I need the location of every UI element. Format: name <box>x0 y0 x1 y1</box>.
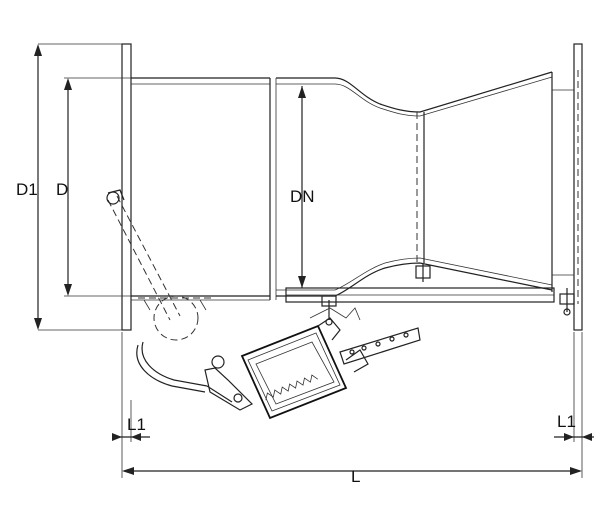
right-flange <box>552 43 583 331</box>
valve-body <box>131 77 277 301</box>
bolt-center <box>415 264 431 282</box>
dimension-l <box>122 467 582 475</box>
dimension-l1-right <box>554 332 594 478</box>
bolt-right <box>559 288 575 316</box>
dimension-l1-left <box>112 332 150 478</box>
label-l1-left: L1 <box>127 415 146 434</box>
label-d1: D1 <box>16 180 38 199</box>
disc-linkage <box>106 189 215 341</box>
label-l1-right: L1 <box>557 412 576 431</box>
dimension-d <box>64 77 131 297</box>
left-flange <box>121 43 132 331</box>
label-dn: DN <box>290 187 315 206</box>
venturi-section <box>276 71 553 297</box>
base-plate <box>285 264 575 326</box>
actuator-box <box>240 307 369 420</box>
label-d: D <box>56 180 68 199</box>
dimension-d1 <box>34 43 122 331</box>
adjustment-bar <box>339 327 421 365</box>
dimension-dn <box>298 86 306 288</box>
operating-lever <box>136 341 254 411</box>
label-l: L <box>351 467 360 486</box>
